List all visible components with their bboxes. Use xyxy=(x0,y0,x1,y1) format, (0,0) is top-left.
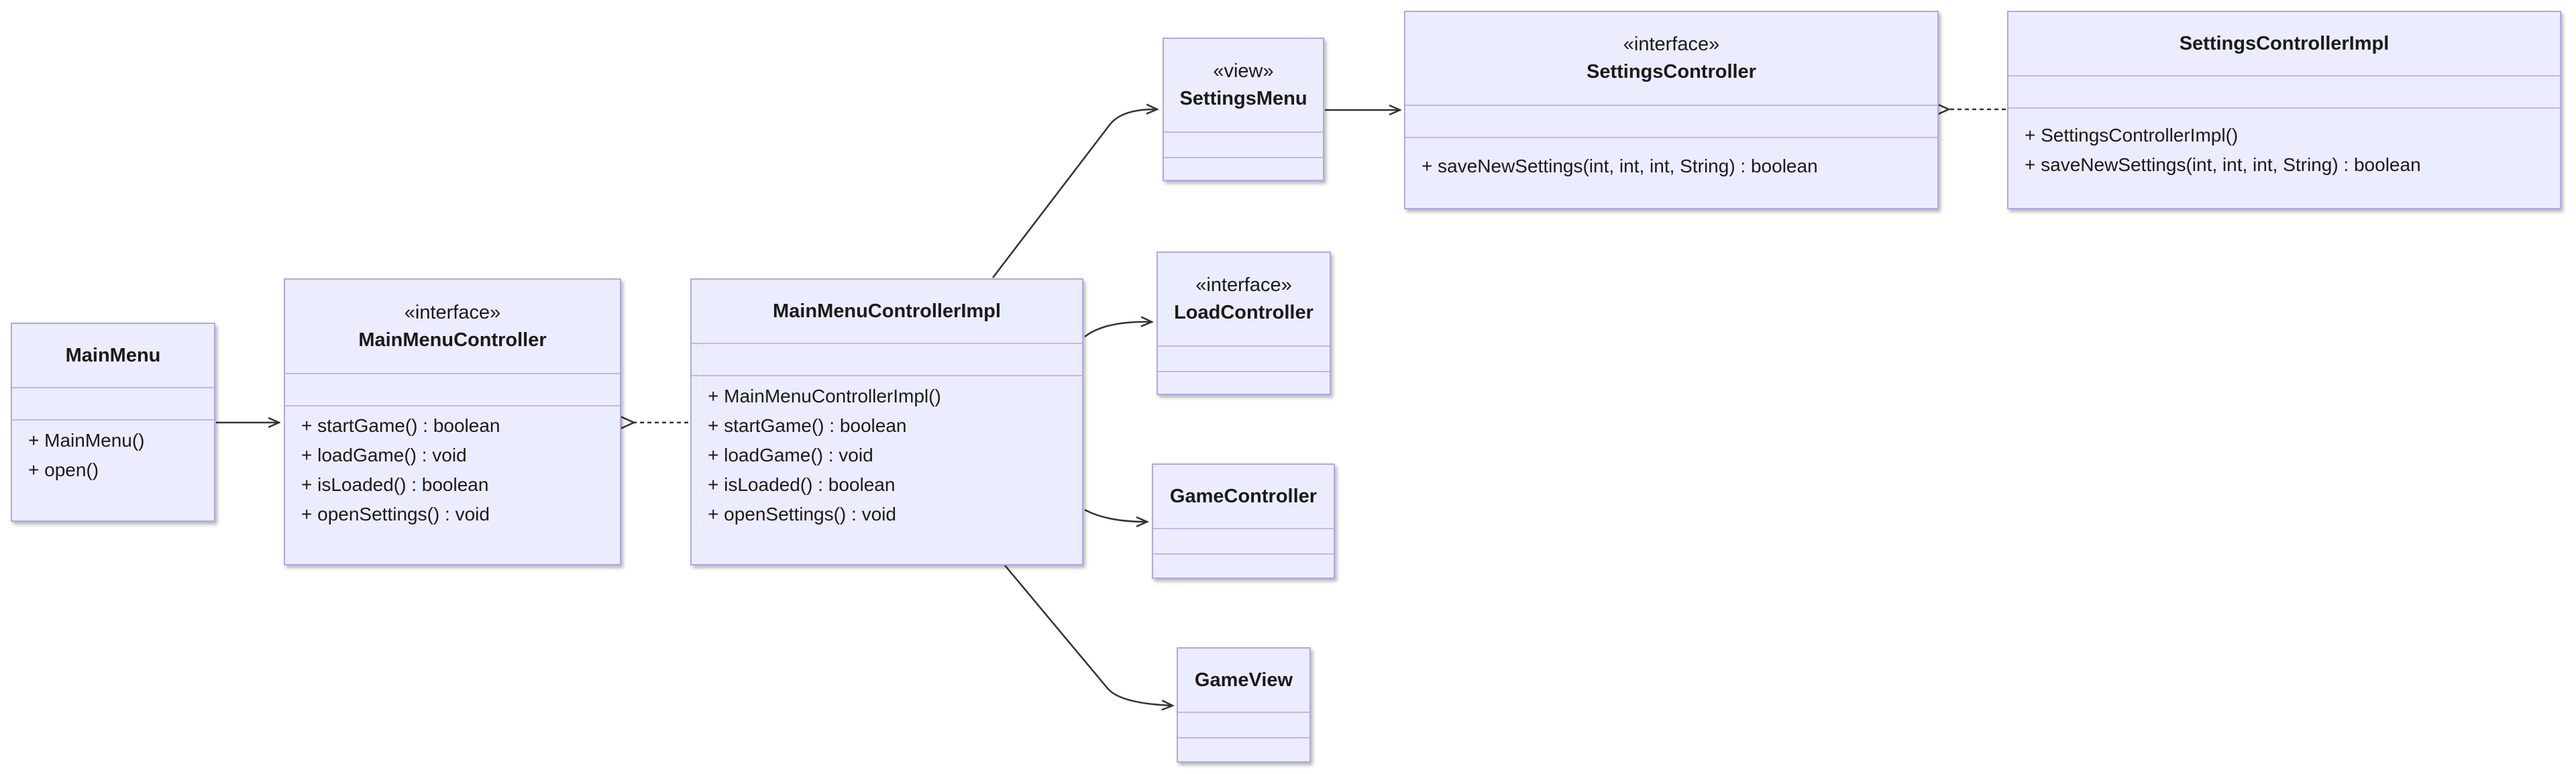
attributes-compartment xyxy=(1158,345,1330,372)
attributes-compartment xyxy=(692,343,1082,376)
relation-impl-to-loadcontroller xyxy=(1084,322,1152,337)
attributes-compartment xyxy=(1153,528,1334,555)
operations-compartment: + MainMenu() + open() xyxy=(12,426,214,485)
class-mainmenucontroller[interactable]: «interface» MainMenuController + startGa… xyxy=(284,278,621,565)
class-header: «interface» LoadController xyxy=(1158,253,1330,347)
class-name: GameController xyxy=(1169,486,1318,507)
operation: + startGame() : boolean xyxy=(708,415,907,436)
operations-compartment: + startGame() : boolean + loadGame() : v… xyxy=(285,411,620,529)
class-settingscontrollerimpl[interactable]: SettingsControllerImpl + SettingsControl… xyxy=(2007,11,2561,209)
operations-compartment: + MainMenuControllerImpl() + startGame()… xyxy=(692,382,1082,529)
class-stereotype: «interface» xyxy=(1623,34,1720,55)
class-name: MainMenu xyxy=(65,345,161,366)
class-name: SettingsMenu xyxy=(1179,88,1307,109)
class-header: MainMenu xyxy=(12,324,214,388)
operations-compartment: + SettingsControllerImpl() + saveNewSett… xyxy=(2008,121,2560,180)
attributes-compartment xyxy=(1164,131,1323,158)
class-loadcontroller[interactable]: «interface» LoadController xyxy=(1157,252,1331,395)
attributes-compartment xyxy=(12,387,214,421)
class-mainmenu[interactable]: MainMenu + MainMenu() + open() xyxy=(11,323,215,522)
class-header: GameView xyxy=(1178,649,1309,713)
operation: + open() xyxy=(28,459,99,480)
class-stereotype: «view» xyxy=(1213,60,1274,82)
operation: + SettingsControllerImpl() xyxy=(2025,125,2239,146)
class-mainmenucontrollerimpl[interactable]: MainMenuControllerImpl + MainMenuControl… xyxy=(690,278,1083,565)
class-name: LoadController xyxy=(1174,302,1313,323)
class-header: «interface» MainMenuController xyxy=(285,280,620,374)
class-settingscontroller[interactable]: «interface» SettingsController + saveNew… xyxy=(1404,11,1939,209)
class-header: «view» SettingsMenu xyxy=(1164,39,1323,133)
class-stereotype: «interface» xyxy=(1195,274,1292,296)
relation-impl-to-gameview xyxy=(1004,565,1173,706)
relation-impl-to-gamecontroller xyxy=(1084,508,1147,522)
operation: + openSettings() : void xyxy=(301,504,490,524)
class-header: MainMenuControllerImpl xyxy=(692,280,1082,344)
operation: + loadGame() : void xyxy=(301,445,467,465)
class-header: GameController xyxy=(1153,465,1334,529)
class-name: SettingsControllerImpl xyxy=(2179,33,2390,54)
class-gamecontroller[interactable]: GameController xyxy=(1152,463,1335,579)
operation: + saveNewSettings(int, int, int, String)… xyxy=(2025,154,2421,175)
class-stereotype: «interface» xyxy=(404,301,501,323)
class-settingsmenu[interactable]: «view» SettingsMenu xyxy=(1163,38,1324,181)
relation-impl-to-settingsmenu xyxy=(992,109,1157,278)
attributes-compartment xyxy=(1405,105,1937,138)
class-header: SettingsControllerImpl xyxy=(2008,12,2560,76)
class-header: «interface» SettingsController xyxy=(1405,12,1937,106)
operation: + openSettings() : void xyxy=(708,504,896,524)
class-gameview[interactable]: GameView xyxy=(1177,647,1311,763)
attributes-compartment xyxy=(1178,712,1309,738)
class-name: SettingsController xyxy=(1587,61,1756,82)
operations-compartment: + saveNewSettings(int, int, int, String)… xyxy=(1405,152,1937,181)
attributes-compartment xyxy=(285,373,620,406)
operation: + isLoaded() : boolean xyxy=(708,474,896,495)
operation: + startGame() : boolean xyxy=(301,415,500,436)
operation: + saveNewSettings(int, int, int, String)… xyxy=(1421,156,1818,176)
class-name: MainMenuControllerImpl xyxy=(773,300,1001,322)
operation: + MainMenu() xyxy=(28,430,145,451)
operation: + loadGame() : void xyxy=(708,445,873,465)
operation: + isLoaded() : boolean xyxy=(301,474,489,495)
class-name: GameView xyxy=(1194,669,1293,691)
operation: + MainMenuControllerImpl() xyxy=(708,386,941,406)
attributes-compartment xyxy=(2008,75,2560,109)
class-name: MainMenuController xyxy=(358,329,547,351)
